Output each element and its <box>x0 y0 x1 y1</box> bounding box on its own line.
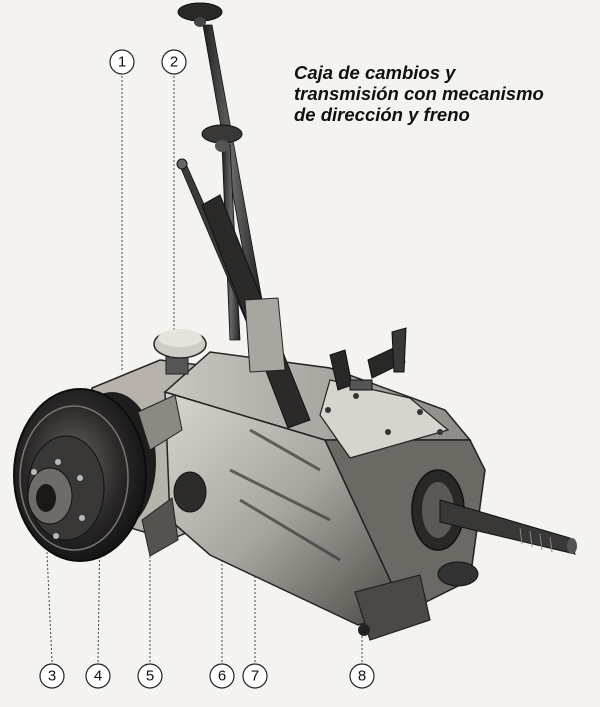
callout-6: 6 <box>209 663 235 689</box>
callout-5: 5 <box>137 663 163 689</box>
caption-line-1: Caja de cambios y <box>294 62 456 83</box>
drain-plug <box>358 624 370 636</box>
callouts: 1 2 3 4 5 6 7 <box>39 49 375 689</box>
svg-text:2: 2 <box>170 54 178 71</box>
svg-text:8: 8 <box>358 668 366 685</box>
filler-cap <box>153 329 207 375</box>
caption-line-3: de dirección y freno <box>294 104 470 125</box>
svg-text:5: 5 <box>146 668 154 685</box>
svg-text:3: 3 <box>48 668 56 685</box>
callout-2: 2 <box>161 49 187 75</box>
output-shaft <box>411 469 577 587</box>
svg-text:1: 1 <box>118 54 126 71</box>
callout-8: 8 <box>349 663 375 689</box>
diagram-caption: Caja de cambios y transmisión con mecani… <box>294 62 594 125</box>
callout-3: 3 <box>39 663 65 689</box>
brake-drum <box>13 388 183 562</box>
callout-7: 7 <box>242 663 268 689</box>
svg-text:6: 6 <box>218 668 226 685</box>
callout-4: 4 <box>85 663 111 689</box>
gear-levers <box>176 2 407 429</box>
caption-line-2: transmisión con mecanismo <box>294 83 544 104</box>
svg-text:4: 4 <box>94 668 102 685</box>
svg-text:7: 7 <box>251 668 259 685</box>
callout-1: 1 <box>109 49 135 75</box>
